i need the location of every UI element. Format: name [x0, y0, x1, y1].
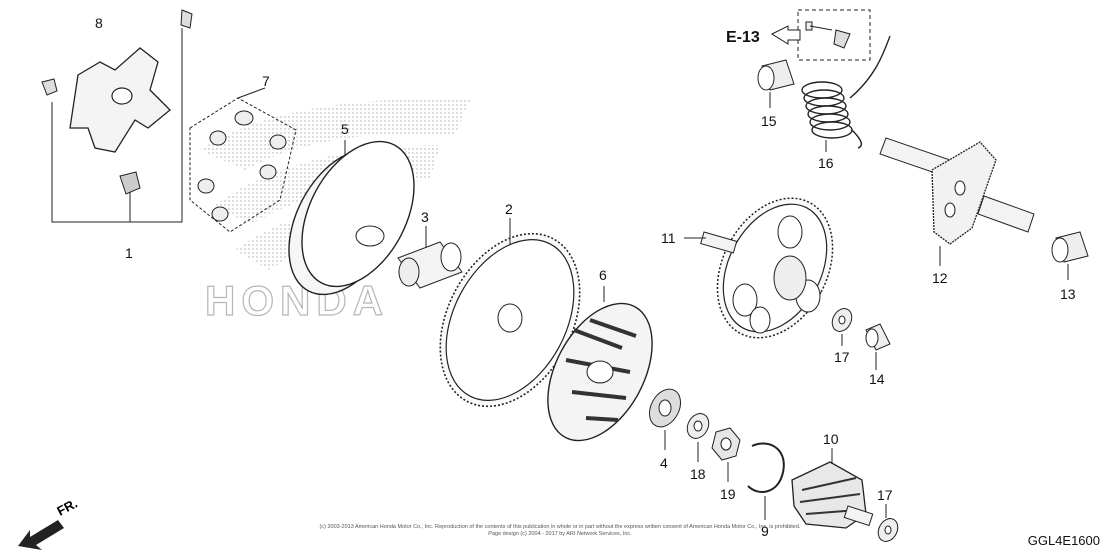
callout-19[interactable]: 19 [720, 486, 736, 502]
callout-11[interactable]: 11 [661, 230, 676, 246]
callout-17-upper[interactable]: 17 [834, 349, 850, 365]
part-17-washer-upper[interactable] [828, 305, 855, 346]
part-18-washer[interactable] [683, 410, 713, 462]
part-5-movable-drive-face[interactable] [266, 123, 437, 314]
part-8-drive-plate[interactable] [69, 47, 171, 153]
copyright-line-2: Page design (c) 2004 - 2017 by ARI Netwo… [488, 531, 632, 537]
part-17-washer-lower[interactable] [874, 504, 901, 545]
part-12-kick-spindle[interactable] [879, 137, 1035, 266]
part-19-nut[interactable] [711, 427, 741, 482]
callout-8[interactable]: 8 [95, 15, 103, 31]
part-13-bushing[interactable] [1051, 231, 1089, 280]
callout-labels: 1 2 3 4 5 6 7 8 9 10 11 12 13 14 15 16 1… [95, 15, 1076, 539]
copyright-line-1: (c) 2003-2013 American Honda Motor Co., … [319, 524, 801, 530]
part-7-weight-roller-set[interactable] [189, 87, 297, 233]
front-direction-arrow: FR. [18, 496, 80, 550]
part-4-one-way-clutch[interactable] [643, 384, 687, 450]
part-1-leader-bracket [51, 28, 183, 223]
part-2-starter-driven-gear[interactable] [412, 210, 608, 431]
reference-inset-e13[interactable]: E-13 [726, 9, 871, 61]
part-6-drive-face-fan[interactable] [526, 286, 673, 458]
part-1-slider-pieces[interactable] [41, 9, 193, 195]
arrow-left-icon [770, 25, 801, 45]
callout-10[interactable]: 10 [823, 431, 839, 447]
part-10-kick-starter-pinion[interactable] [791, 448, 874, 529]
callout-1[interactable]: 1 [125, 245, 133, 261]
callout-13[interactable]: 13 [1060, 286, 1076, 302]
callout-2[interactable]: 2 [505, 201, 513, 217]
part-14-bushing[interactable] [865, 323, 891, 370]
callout-16[interactable]: 16 [818, 155, 834, 171]
callout-17-lower[interactable]: 17 [877, 487, 893, 503]
part-9-kick-spring-clip[interactable] [747, 442, 785, 520]
front-direction-label: FR. [54, 496, 80, 519]
callout-3[interactable]: 3 [421, 209, 429, 225]
part-11-kick-driven-gear[interactable] [684, 178, 856, 358]
part-3-drive-face-collar[interactable] [397, 226, 463, 289]
callout-7[interactable]: 7 [262, 73, 270, 89]
honda-watermark-text: HONDA [205, 277, 389, 324]
callout-9[interactable]: 9 [761, 523, 769, 539]
reference-label-e13[interactable]: E-13 [726, 29, 760, 46]
callout-5[interactable]: 5 [341, 121, 349, 137]
callout-18[interactable]: 18 [690, 466, 706, 482]
diagram-code: GGL4E1600 [1027, 533, 1100, 548]
callout-4[interactable]: 4 [660, 455, 668, 471]
part-16-kick-return-spring[interactable] [801, 35, 891, 152]
callout-14[interactable]: 14 [869, 371, 885, 387]
callout-15[interactable]: 15 [761, 113, 777, 129]
callout-6[interactable]: 6 [599, 267, 607, 283]
arrow-down-left-icon [18, 520, 64, 550]
callout-12[interactable]: 12 [932, 270, 948, 286]
part-15-bushing[interactable] [757, 59, 795, 108]
copyright-notice: (c) 2003-2013 American Honda Motor Co., … [250, 524, 870, 538]
